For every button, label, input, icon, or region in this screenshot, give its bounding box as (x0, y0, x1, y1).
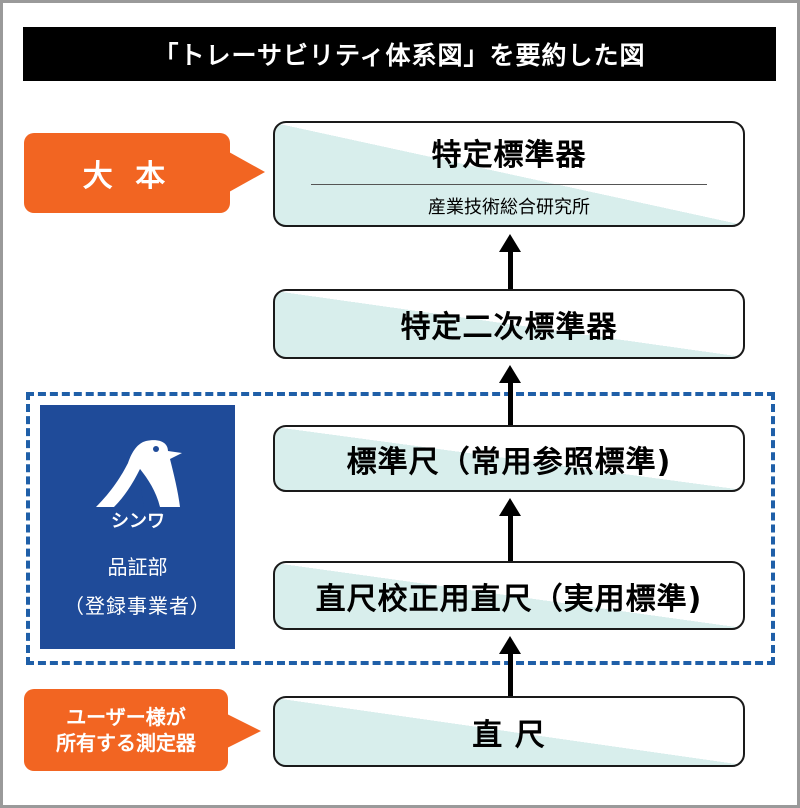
penguin-icon: シンワ (95, 440, 182, 532)
user-callout-line2: 所有する測定器 (56, 731, 196, 755)
registered-business-region (26, 392, 775, 665)
logo-text: シンワ (111, 511, 165, 531)
ruler-box: 直 尺 (273, 696, 745, 767)
arrow-up-icon (499, 365, 521, 383)
box-sublabel: 産業技術総合研究所 (428, 196, 590, 218)
panel-department: 品証部 (107, 555, 168, 579)
user-callout-line1: ユーザー様が (66, 705, 186, 729)
shinwa-qa-panel: シンワ 品証部 （登録事業者） (40, 405, 235, 649)
box-label: 特定標準器 (431, 137, 587, 173)
user-callout-pointer (227, 714, 261, 748)
origin-callout-pointer (229, 152, 265, 192)
arrow-up-icon (499, 234, 521, 252)
box-label: 直尺校正用直尺（実用標準) (315, 581, 703, 617)
working-standard-box: 直尺校正用直尺（実用標準) (273, 561, 745, 630)
user-callout: ユーザー様が 所有する測定器 (24, 689, 228, 771)
reference-standard-box: 標準尺（常用参照標準) (273, 425, 745, 492)
diagram-title: 「トレーサビリティ体系図」を要約した図 (23, 27, 776, 81)
arrow-shaft (508, 652, 513, 696)
origin-callout-label: 大 本 (82, 159, 172, 194)
origin-callout: 大 本 (24, 133, 230, 213)
specified-standard-box: 特定標準器 産業技術総合研究所 (273, 121, 745, 227)
arrow-shaft (508, 381, 513, 425)
shinwa-penguin-logo: シンワ (86, 435, 190, 535)
arrow-shaft (508, 250, 513, 289)
box-label: 直 尺 (472, 717, 546, 753)
arrow-up-icon (499, 636, 521, 654)
secondary-standard-box: 特定二次標準器 (273, 289, 745, 359)
box-divider (311, 183, 707, 185)
panel-registration: （登録事業者） (64, 594, 211, 618)
arrow-up-icon (499, 498, 521, 516)
arrow-shaft (508, 514, 513, 561)
box-label: 標準尺（常用参照標準) (346, 444, 672, 480)
box-label: 特定二次標準器 (400, 310, 618, 345)
